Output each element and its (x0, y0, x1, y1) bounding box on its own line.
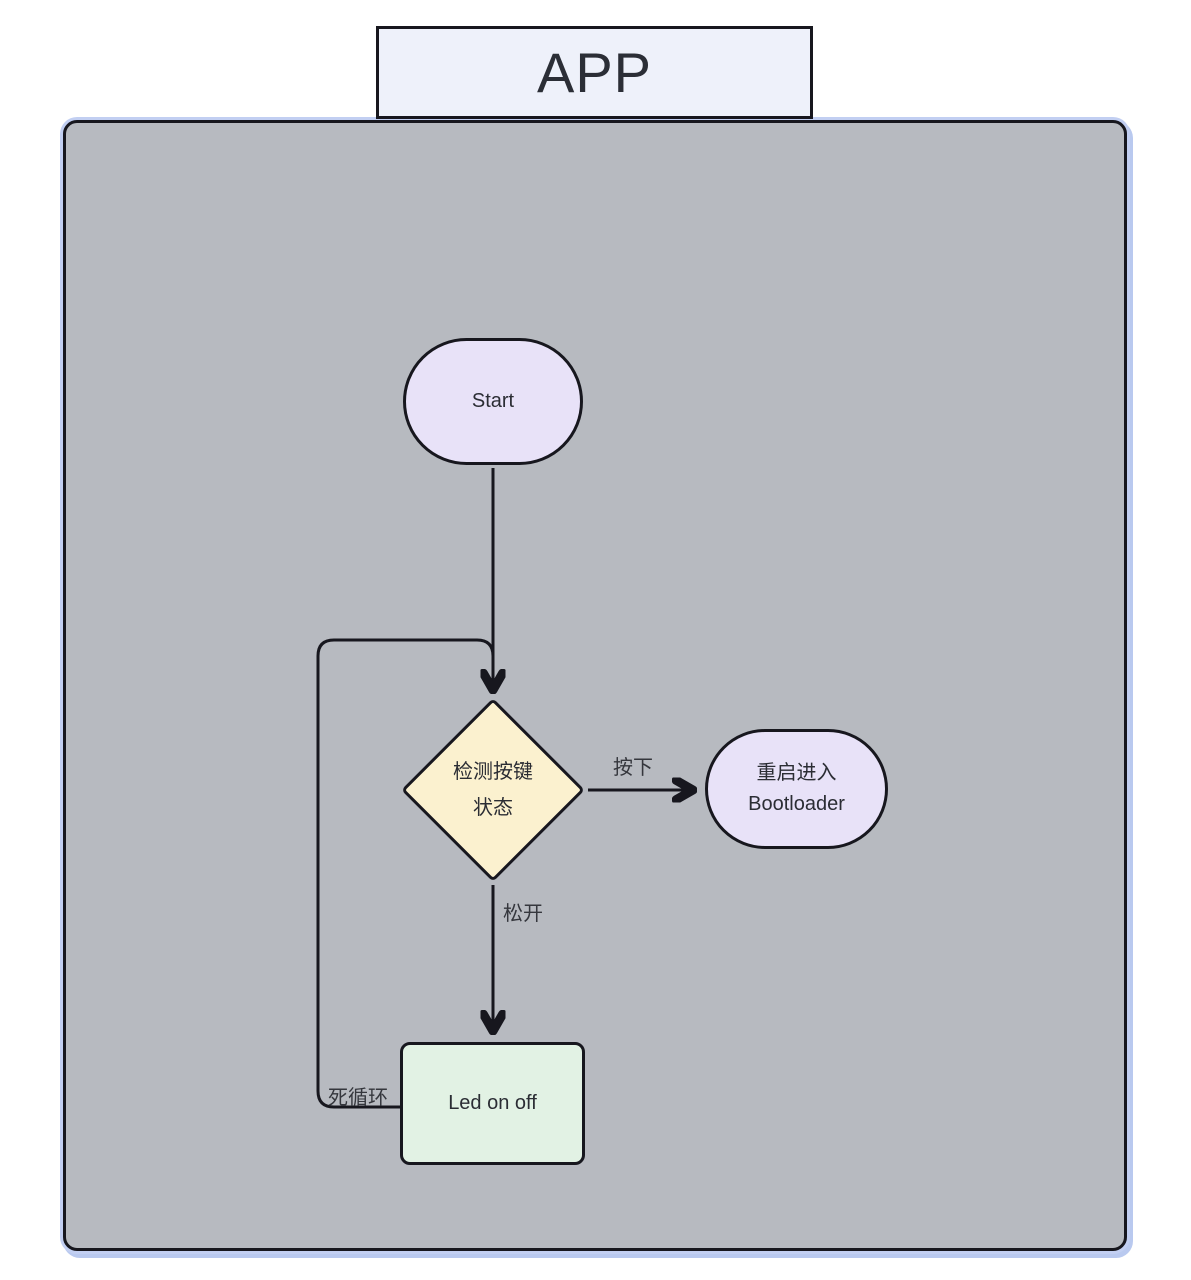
start-node: Start (403, 338, 583, 465)
edge-label-released: 松开 (503, 903, 543, 925)
edge-label-loop: 死循环 (328, 1087, 388, 1109)
bootloader-node: 重启进入 Bootloader (705, 729, 888, 849)
start-node-label: Start (471, 390, 515, 412)
page-title: APP (536, 41, 653, 104)
app-panel (63, 120, 1127, 1251)
title-box: APP (376, 26, 813, 119)
led-node-label: Led on off (448, 1092, 537, 1114)
led-node: Led on off (400, 1042, 585, 1165)
edge-label-pressed: 按下 (613, 757, 653, 779)
decision-node: 检测按键 状态 (401, 698, 585, 882)
bootloader-label-line1: 重启进入 (756, 762, 837, 784)
bootloader-label-line2: Bootloader (748, 793, 845, 815)
decision-label-line1: 检测按键 (453, 761, 533, 783)
decision-node-label: 检测按键 状态 (383, 725, 603, 855)
decision-label-line2: 状态 (473, 797, 513, 819)
